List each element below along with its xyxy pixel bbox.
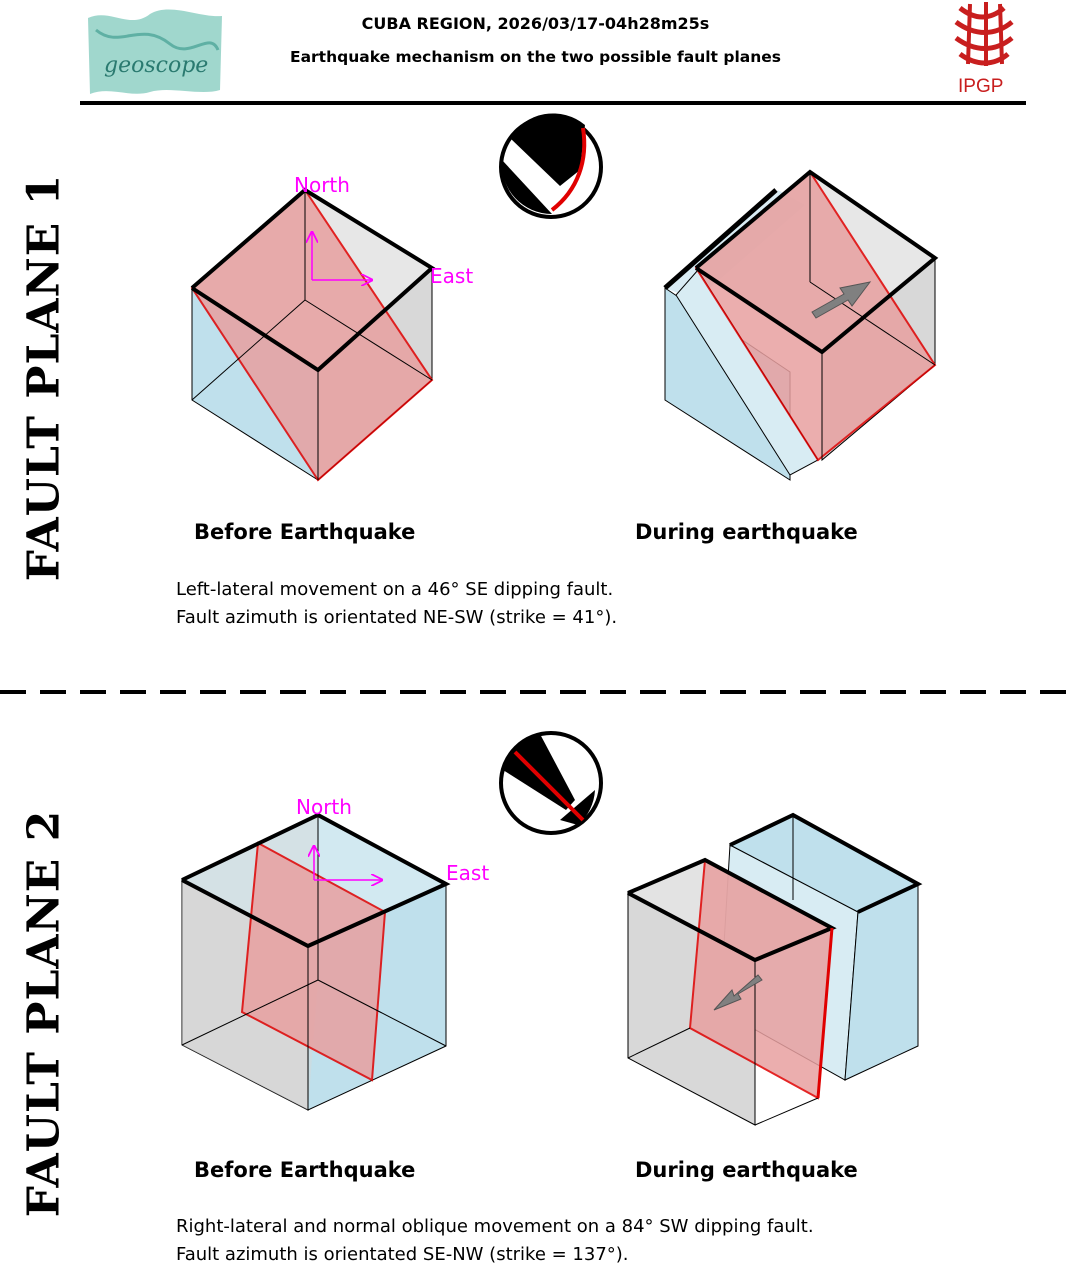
geoscope-logo-text: geoscope <box>104 53 208 78</box>
description-1-line1: Left-lateral movement on a 46° SE dippin… <box>176 579 614 600</box>
geoscope-logo: geoscope <box>88 9 222 94</box>
side-label-fault-plane-1: FAULT PLANE 1 <box>18 173 70 582</box>
description-2-line2: Fault azimuth is orientated SE-NW (strik… <box>176 1244 629 1265</box>
east-label-1: East <box>430 264 473 288</box>
fault1-during-block <box>663 169 939 481</box>
fault2-during-block <box>626 812 923 1126</box>
beachball-1 <box>499 113 603 219</box>
ipgp-logo: IPGP <box>954 2 1014 97</box>
during-caption-2: During earthquake <box>635 1158 858 1182</box>
ipgp-logo-text: IPGP <box>958 76 1003 97</box>
page-subtitle: Earthquake mechanism on the two possible… <box>289 48 782 66</box>
fault2-before-block: North East <box>180 795 489 1111</box>
during-caption-1: During earthquake <box>635 520 858 544</box>
before-caption-2: Before Earthquake <box>194 1158 416 1182</box>
description-2-line1: Right-lateral and normal oblique movemen… <box>176 1216 814 1237</box>
north-label-1: North <box>294 173 350 197</box>
page-title: CUBA REGION, 2026/03/17-04h28m25s <box>361 14 710 33</box>
fault1-before-block: North East <box>190 173 473 482</box>
east-label-2: East <box>446 861 489 885</box>
before-caption-1: Before Earthquake <box>194 520 416 544</box>
north-label-2: North <box>296 795 352 819</box>
side-label-fault-plane-2: FAULT PLANE 2 <box>18 809 70 1218</box>
beachball-2 <box>499 731 603 835</box>
description-1-line2: Fault azimuth is orientated NE-SW (strik… <box>176 607 618 628</box>
